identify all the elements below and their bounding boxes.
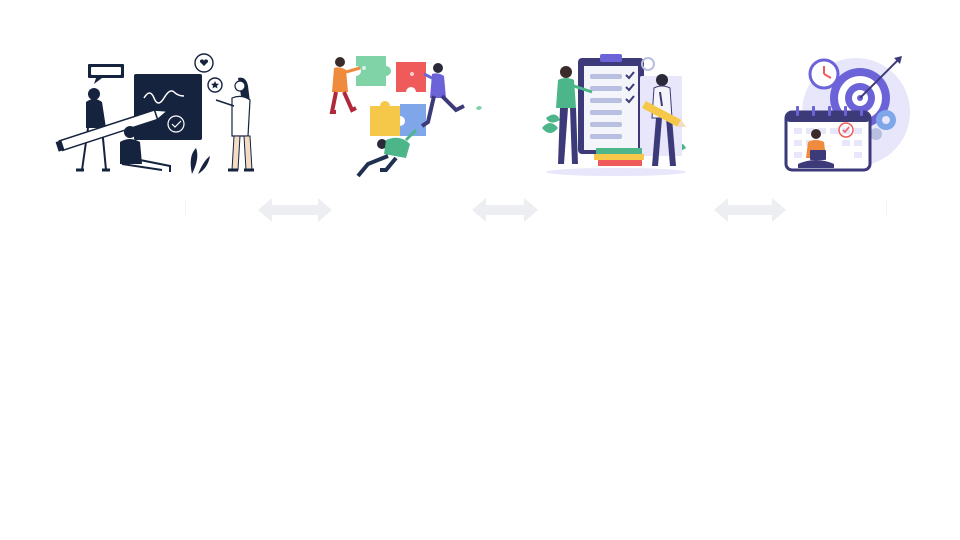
goal-calendar-target-illustration [784,56,910,172]
separator-tick [886,200,887,216]
double-arrow-icon [472,198,538,222]
brainstorming-team-illustration [55,53,254,174]
puzzle-collaboration-illustration [329,56,482,178]
checklist-planning-illustration [542,54,687,176]
double-arrow-icon [714,198,786,222]
separator-tick [185,200,186,216]
double-arrow-icon [258,198,332,222]
